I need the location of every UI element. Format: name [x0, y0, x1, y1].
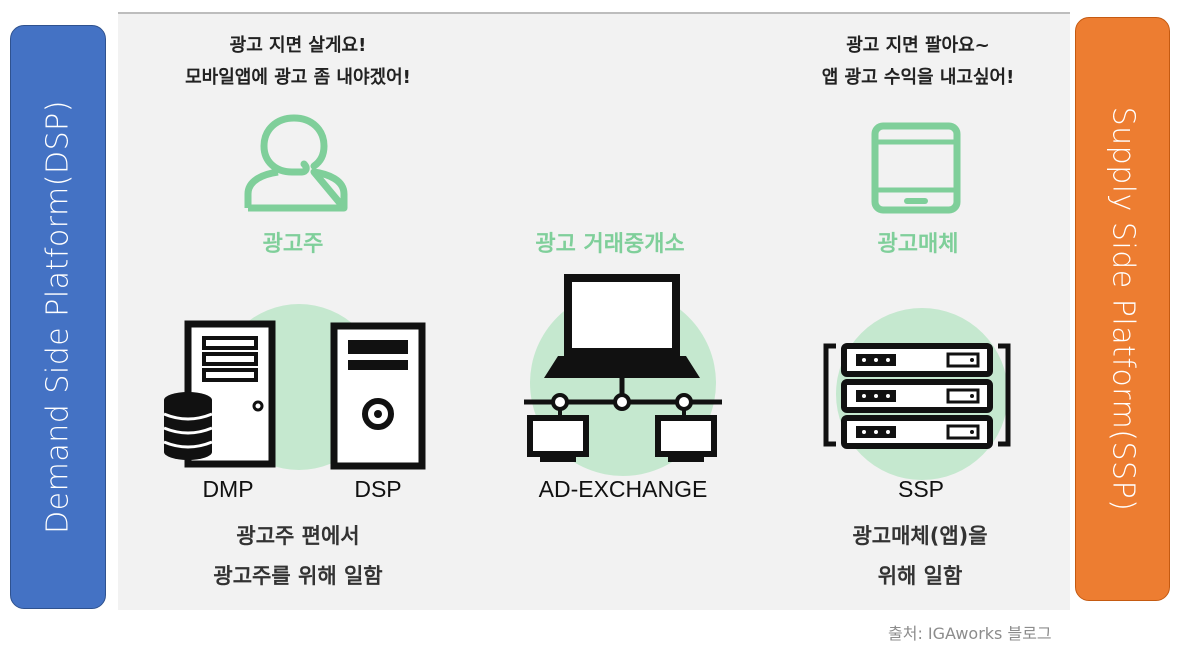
- publisher-role-label: 광고매체: [877, 232, 959, 257]
- advertiser-quote: 광고 지면 살게요! 모바일앱에 광고 좀 내야겠어!: [128, 30, 468, 94]
- server-tower-icon: [330, 322, 426, 470]
- server-rack-icon: [823, 343, 1011, 449]
- publisher-quote-line2: 앱 광고 수익을 내고싶어!: [821, 67, 1015, 88]
- ad-exchange-label: AD-EXCHANGE: [538, 476, 708, 502]
- dmp-label: DMP: [202, 476, 254, 502]
- advertiser-desc-line2: 광고주를 위해 일함: [213, 564, 383, 588]
- tablet-icon: [871, 122, 961, 214]
- dsp-label: DSP: [354, 476, 402, 502]
- person-icon: [244, 114, 348, 212]
- publisher-description: 광고매체(앱)을 위해 일함: [790, 516, 1050, 596]
- exchange-role-label: 광고 거래중개소: [535, 232, 685, 257]
- publisher-desc-line1: 광고매체(앱)을: [852, 524, 988, 548]
- advertiser-desc-line1: 광고주 편에서: [236, 524, 360, 548]
- advertiser-quote-line1: 광고 지면 살게요!: [229, 35, 367, 56]
- publisher-quote: 광고 지면 팔아요~ 앱 광고 수익을 내고싶어!: [768, 30, 1068, 94]
- publisher-quote-line1: 광고 지면 팔아요~: [846, 35, 990, 56]
- source-caption: 출처: IGAworks 블로그: [888, 624, 1052, 643]
- server-database-icon: [163, 320, 276, 468]
- network-computer-icon: [524, 274, 722, 462]
- publisher-desc-line2: 위해 일함: [877, 564, 963, 588]
- advertiser-quote-line2: 모바일앱에 광고 좀 내야겠어!: [185, 67, 411, 88]
- ssp-side-label: Supply Side Platform(SSP): [1105, 106, 1140, 512]
- dsp-side-panel: Demand Side Platform(DSP): [10, 25, 106, 609]
- dsp-side-label: Demand Side Platform(DSP): [40, 100, 76, 534]
- ssp-side-panel: Supply Side Platform(SSP): [1075, 17, 1170, 601]
- ssp-label: SSP: [897, 476, 945, 502]
- advertiser-role-label: 광고주: [262, 232, 324, 257]
- advertiser-description: 광고주 편에서 광고주를 위해 일함: [148, 516, 448, 596]
